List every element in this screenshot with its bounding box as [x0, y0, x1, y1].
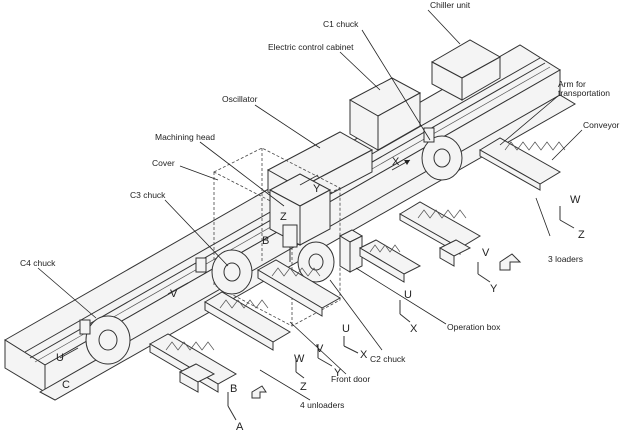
conveyor: [479, 137, 566, 191]
label-arm: Arm for transportation: [558, 79, 610, 98]
label-c2-chuck: C2 chuck: [370, 354, 406, 364]
label-c1-chuck: C1 chuck: [323, 19, 359, 29]
label-machining-head: Machining head: [155, 132, 215, 142]
machining-head: [268, 173, 332, 262]
c2-chuck: [297, 241, 335, 283]
axis-c-left: C: [62, 379, 70, 391]
label-loaders: 3 loaders: [548, 254, 583, 264]
text-labels: Chiller unit C1 chuck Electric control c…: [20, 0, 620, 410]
axis-v-right: V: [482, 247, 490, 259]
axis-b-head: B: [262, 235, 269, 247]
chiller-unit: [430, 39, 502, 101]
axis-u-front: U: [342, 323, 350, 335]
operation-box: [338, 229, 364, 273]
axis-w-right: W: [570, 194, 581, 206]
axis-u-left: U: [56, 352, 64, 364]
label-electric-cabinet: Electric control cabinet: [268, 42, 354, 52]
axis-y-upper: Y: [313, 183, 321, 195]
axis-x-mid: X: [410, 323, 418, 335]
axis-letters: X Y Z B W Z V Y U X U X V Y W Z B A V U …: [56, 156, 585, 433]
axis-z-front: Z: [300, 381, 307, 393]
axis-v-front: V: [316, 343, 324, 355]
axis-z-head: Z: [280, 211, 287, 223]
unloaders: [148, 259, 342, 393]
loaders: [358, 201, 481, 283]
axis-y-front: Y: [334, 367, 342, 379]
axis-u-mid: U: [404, 289, 412, 301]
label-c4-chuck: C4 chuck: [20, 258, 56, 268]
axis-a-left: A: [236, 421, 244, 433]
label-chiller-unit: Chiller unit: [430, 0, 471, 10]
axis-v-left: V: [170, 288, 178, 300]
axis-x-upper: X: [392, 156, 400, 168]
axis-w-front: W: [294, 353, 305, 365]
axis-z-right: Z: [578, 229, 585, 241]
axis-arrows: [59, 159, 575, 421]
label-front-door: Front door: [331, 374, 370, 384]
axis-x-front: X: [360, 349, 368, 361]
label-unloaders: 4 unloaders: [300, 400, 344, 410]
label-operation-box: Operation box: [447, 322, 501, 332]
c4-chuck: [79, 315, 131, 365]
label-oscillator: Oscillator: [222, 94, 258, 104]
axis-y-right: Y: [490, 283, 498, 295]
c3-chuck: [195, 249, 253, 295]
leader-lines: [37, 9, 583, 401]
label-cover: Cover: [152, 158, 175, 168]
axis-b-left: B: [230, 383, 237, 395]
label-conveyor: Conveyor: [583, 120, 620, 130]
c1-chuck: [421, 127, 463, 181]
label-c3-chuck: C3 chuck: [130, 190, 166, 200]
